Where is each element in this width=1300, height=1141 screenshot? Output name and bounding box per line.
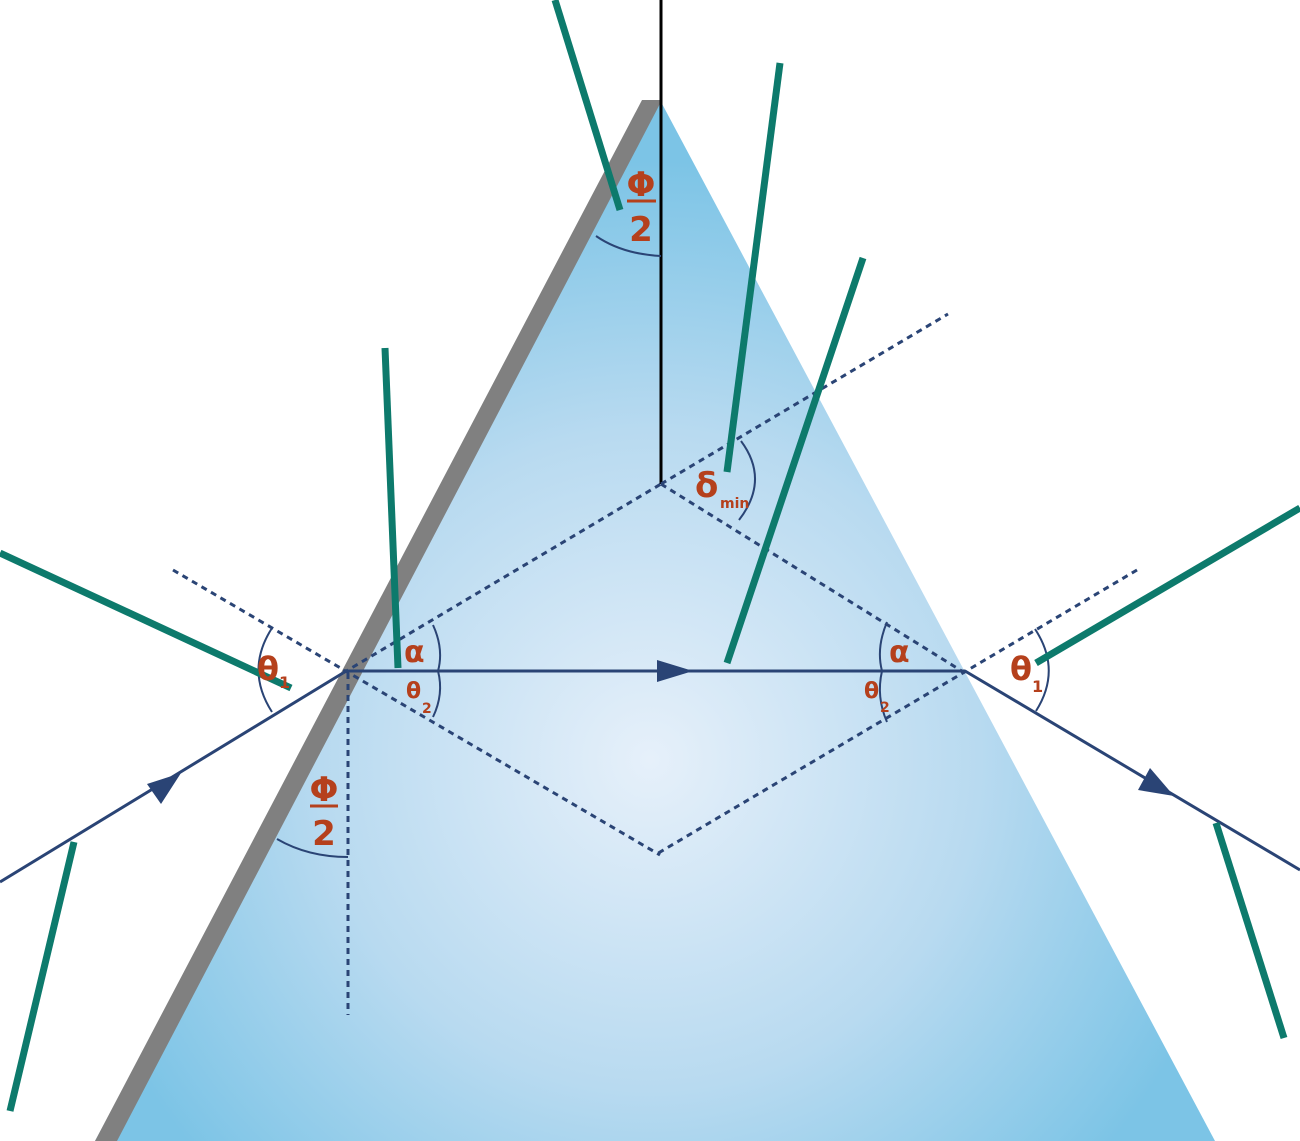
theta2-left-subscript: 2 xyxy=(422,701,432,717)
delta-label: δ xyxy=(695,466,718,506)
theta2-left-arc xyxy=(432,670,442,718)
left-extension-line xyxy=(342,482,662,675)
leader-line-prism-right xyxy=(723,256,867,665)
phi-top-arc xyxy=(595,235,662,257)
theta2-right-label: θ xyxy=(864,679,879,704)
leader-line-theta1-right xyxy=(1034,504,1300,667)
output-ray-extension-line xyxy=(660,312,949,486)
internal-arrow-icon xyxy=(657,660,693,682)
construction-lines xyxy=(172,312,1138,1015)
right-normal-line xyxy=(654,568,1138,857)
theta1-left-subscript: 1 xyxy=(279,673,290,692)
leader-line-theta1-left xyxy=(0,549,293,692)
phi-low-label: Φ xyxy=(310,770,339,810)
alpha-right-label: α xyxy=(889,635,910,670)
leader-line-incident-ray xyxy=(6,841,78,1112)
theta1-right-subscript: 1 xyxy=(1032,677,1043,696)
theta1-right-label: θ xyxy=(1010,650,1032,688)
theta2-right-arc xyxy=(878,670,888,723)
leader-line-delta xyxy=(723,62,784,473)
prism-ground-face xyxy=(95,100,662,1141)
leader-line-phi-top xyxy=(551,0,624,212)
two-top-label: 2 xyxy=(629,210,653,250)
theta1-left-label: θ xyxy=(257,650,279,688)
alpha-right-arc xyxy=(878,621,888,672)
alpha-left-label: α xyxy=(404,635,425,670)
emergent-arrow-icon xyxy=(1138,768,1174,796)
theta2-right-subscript: 2 xyxy=(880,700,890,716)
phi-top-label: Φ xyxy=(627,165,656,205)
right-extension-line xyxy=(660,482,966,675)
emergent-ray xyxy=(964,669,1300,872)
incident-arrow-icon xyxy=(147,773,181,804)
alpha-left-arc xyxy=(432,624,442,672)
delta-arc xyxy=(738,440,756,521)
leader-lines xyxy=(0,0,1300,1112)
theta1-right-arc xyxy=(1034,628,1050,712)
phi-low-arc xyxy=(276,838,349,858)
leader-line-ground-face xyxy=(381,347,402,669)
leader-line-emergent-ray xyxy=(1212,821,1288,1040)
prism-body xyxy=(95,100,1215,1141)
angle-labels: Φ 2 Φ 2 δ min θ 1 θ 1 θ 2 θ 2 α α xyxy=(257,165,1043,854)
delta-subscript: min xyxy=(720,496,749,512)
two-low-label: 2 xyxy=(312,814,336,854)
theta2-left-label: θ xyxy=(406,679,421,704)
